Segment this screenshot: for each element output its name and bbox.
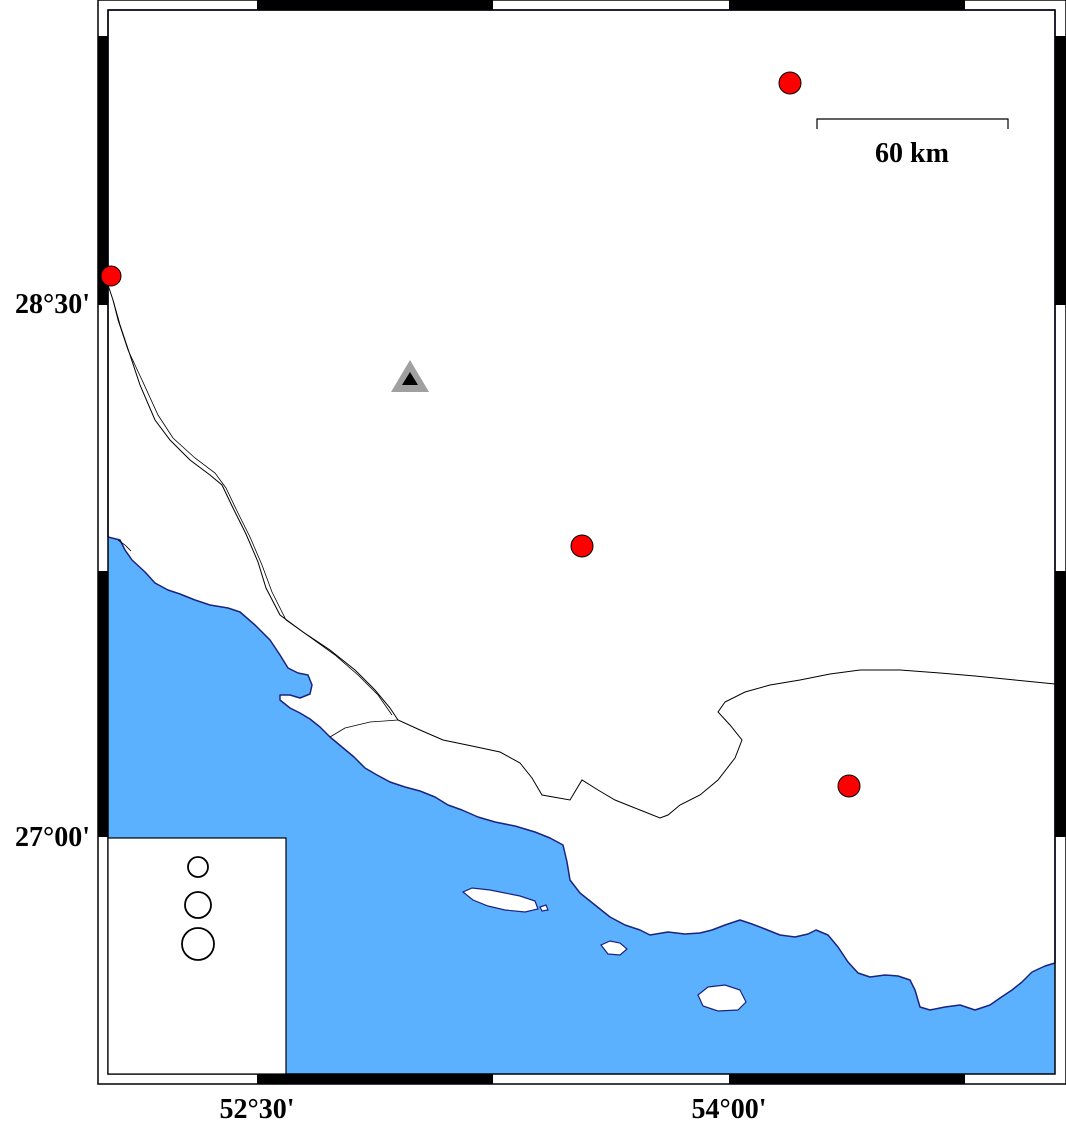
scale-bar-label: 60 km (875, 138, 949, 169)
legend-large-circle-icon (181, 927, 215, 961)
x-tick-label: 54°00' (692, 1094, 767, 1123)
boundary-line (112, 299, 393, 716)
legend-medium-circle-icon (184, 891, 212, 919)
island (461, 887, 539, 913)
map-frame (97, 0, 1066, 1085)
legend-small-circle-icon (187, 856, 209, 878)
y-tick-label: 27°00' (15, 822, 90, 853)
event-marker (837, 774, 861, 798)
island (539, 904, 549, 912)
event-marker (100, 265, 122, 287)
legend-box (107, 837, 287, 1075)
y-tick-label: 28°30' (15, 289, 90, 320)
scale-bar: 60 km (816, 118, 1009, 169)
boundary-line (117, 539, 132, 552)
island (600, 940, 628, 956)
boundary-line (329, 719, 399, 738)
station-triangle-icon (391, 360, 429, 392)
boundary-line (107, 284, 1056, 819)
mainland (107, 9, 1056, 1011)
event-marker (570, 534, 594, 558)
event-marker (778, 71, 802, 95)
x-tick-label: 52°30' (220, 1094, 295, 1123)
island (697, 984, 747, 1012)
